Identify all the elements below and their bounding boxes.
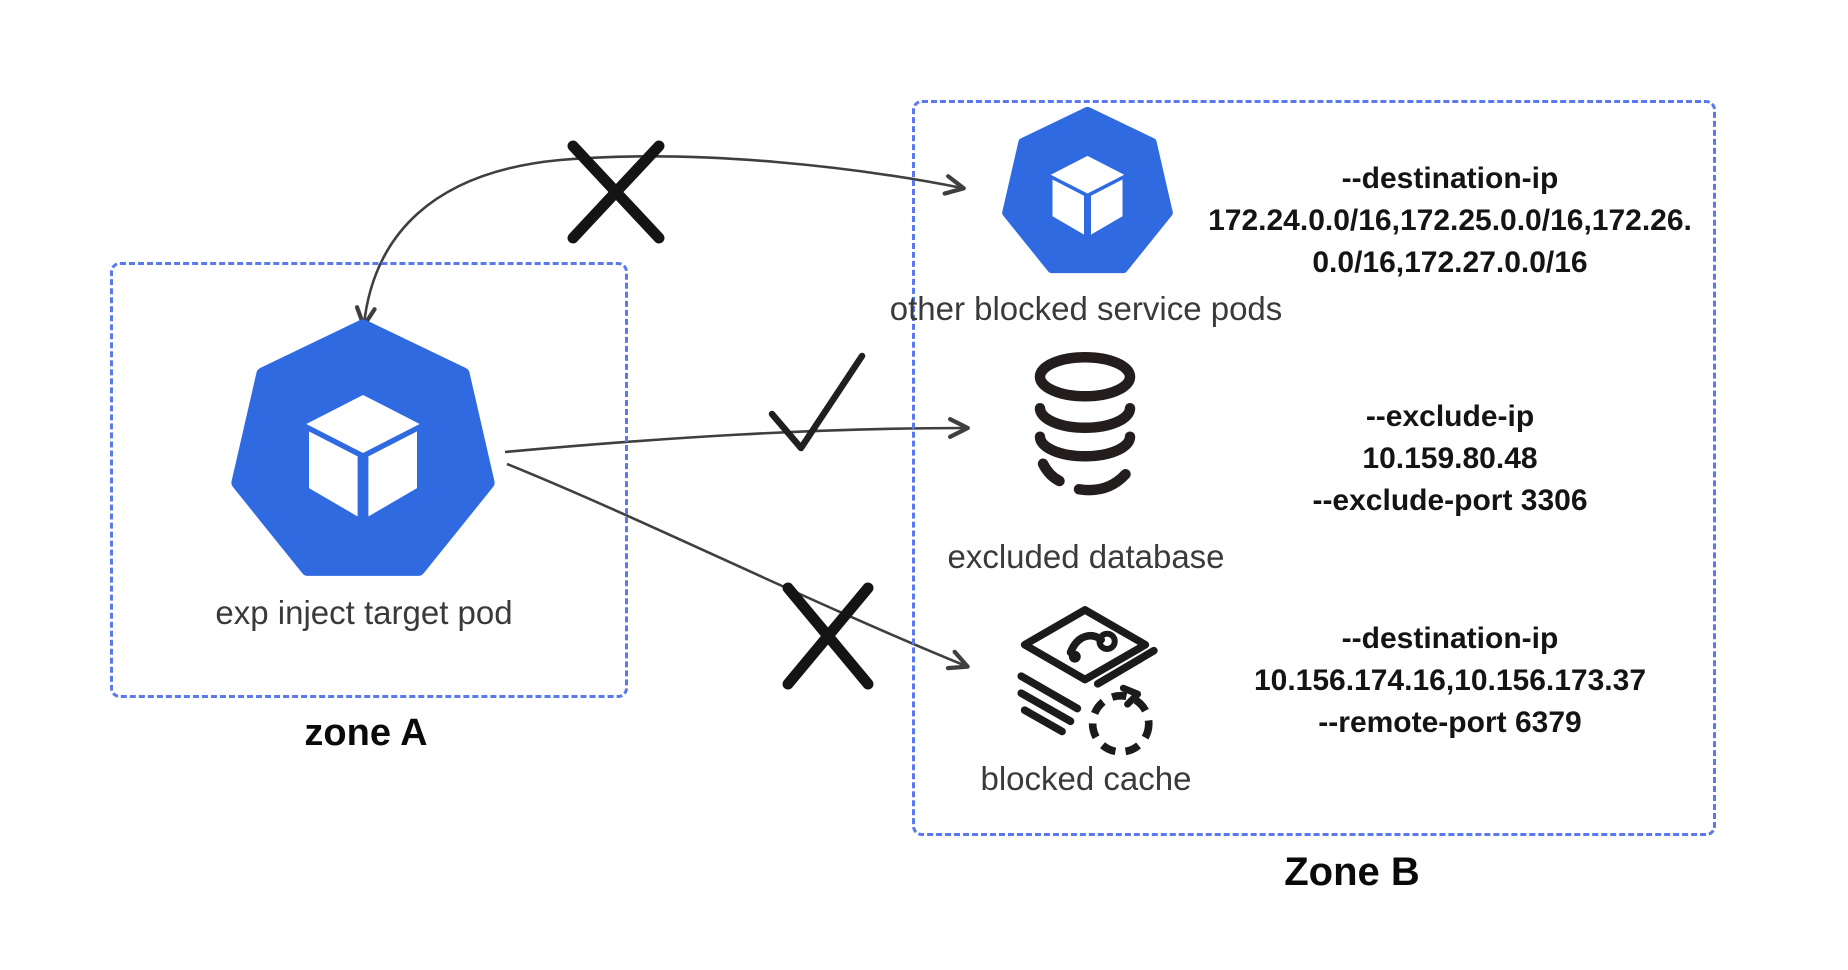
blocked-cache-rule: --destination-ip 10.156.174.16,10.156.17… (1210, 618, 1690, 744)
cache-icon (1017, 606, 1158, 756)
blocked-pods-rule: --destination-ip 172.24.0.0/16,172.25.0.… (1170, 158, 1730, 284)
allowed-arrow-middle (504, 417, 970, 454)
rule-line: 172.24.0.0/16,172.25.0.0/16,172.26. (1208, 204, 1692, 237)
blocked-arrow-bottom (506, 462, 970, 671)
cube-glyph (1050, 155, 1125, 235)
x-mark-bottom (782, 582, 874, 690)
excluded-database-rule: --exclude-ip 10.159.80.48 --exclude-port… (1230, 396, 1670, 522)
x-mark-top (567, 140, 665, 244)
rule-line: --exclude-port 3306 (1312, 484, 1588, 517)
target-pod-caption: exp inject target pod (215, 594, 513, 631)
rule-line: --destination-ip (1341, 622, 1559, 655)
rule-line: --remote-port 6379 (1318, 706, 1582, 739)
cube-glyph (306, 394, 420, 517)
zone-b-label: Zone B (1284, 850, 1420, 894)
zone-a-boundary (110, 262, 628, 698)
database-icon (1034, 352, 1136, 496)
rule-line: 10.159.80.48 (1362, 442, 1538, 475)
blocked-cache-caption: blocked cache (980, 760, 1192, 797)
excluded-database-caption: excluded database (947, 538, 1225, 575)
zone-a-label: zone A (304, 712, 428, 754)
rule-line: --destination-ip (1341, 162, 1559, 195)
kubernetes-pod-icon (1002, 106, 1173, 274)
zone-b-boundary (912, 100, 1716, 836)
blocked-arrow-top (354, 155, 966, 328)
rule-line: 10.156.174.16,10.156.173.37 (1253, 664, 1647, 697)
rule-line: --exclude-ip (1365, 400, 1535, 433)
kubernetes-pod-icon (231, 319, 495, 576)
blocked-pods-caption: other blocked service pods (889, 290, 1283, 327)
rule-line: 0.0/16,172.27.0.0/16 (1312, 246, 1588, 279)
check-mark (768, 352, 866, 452)
